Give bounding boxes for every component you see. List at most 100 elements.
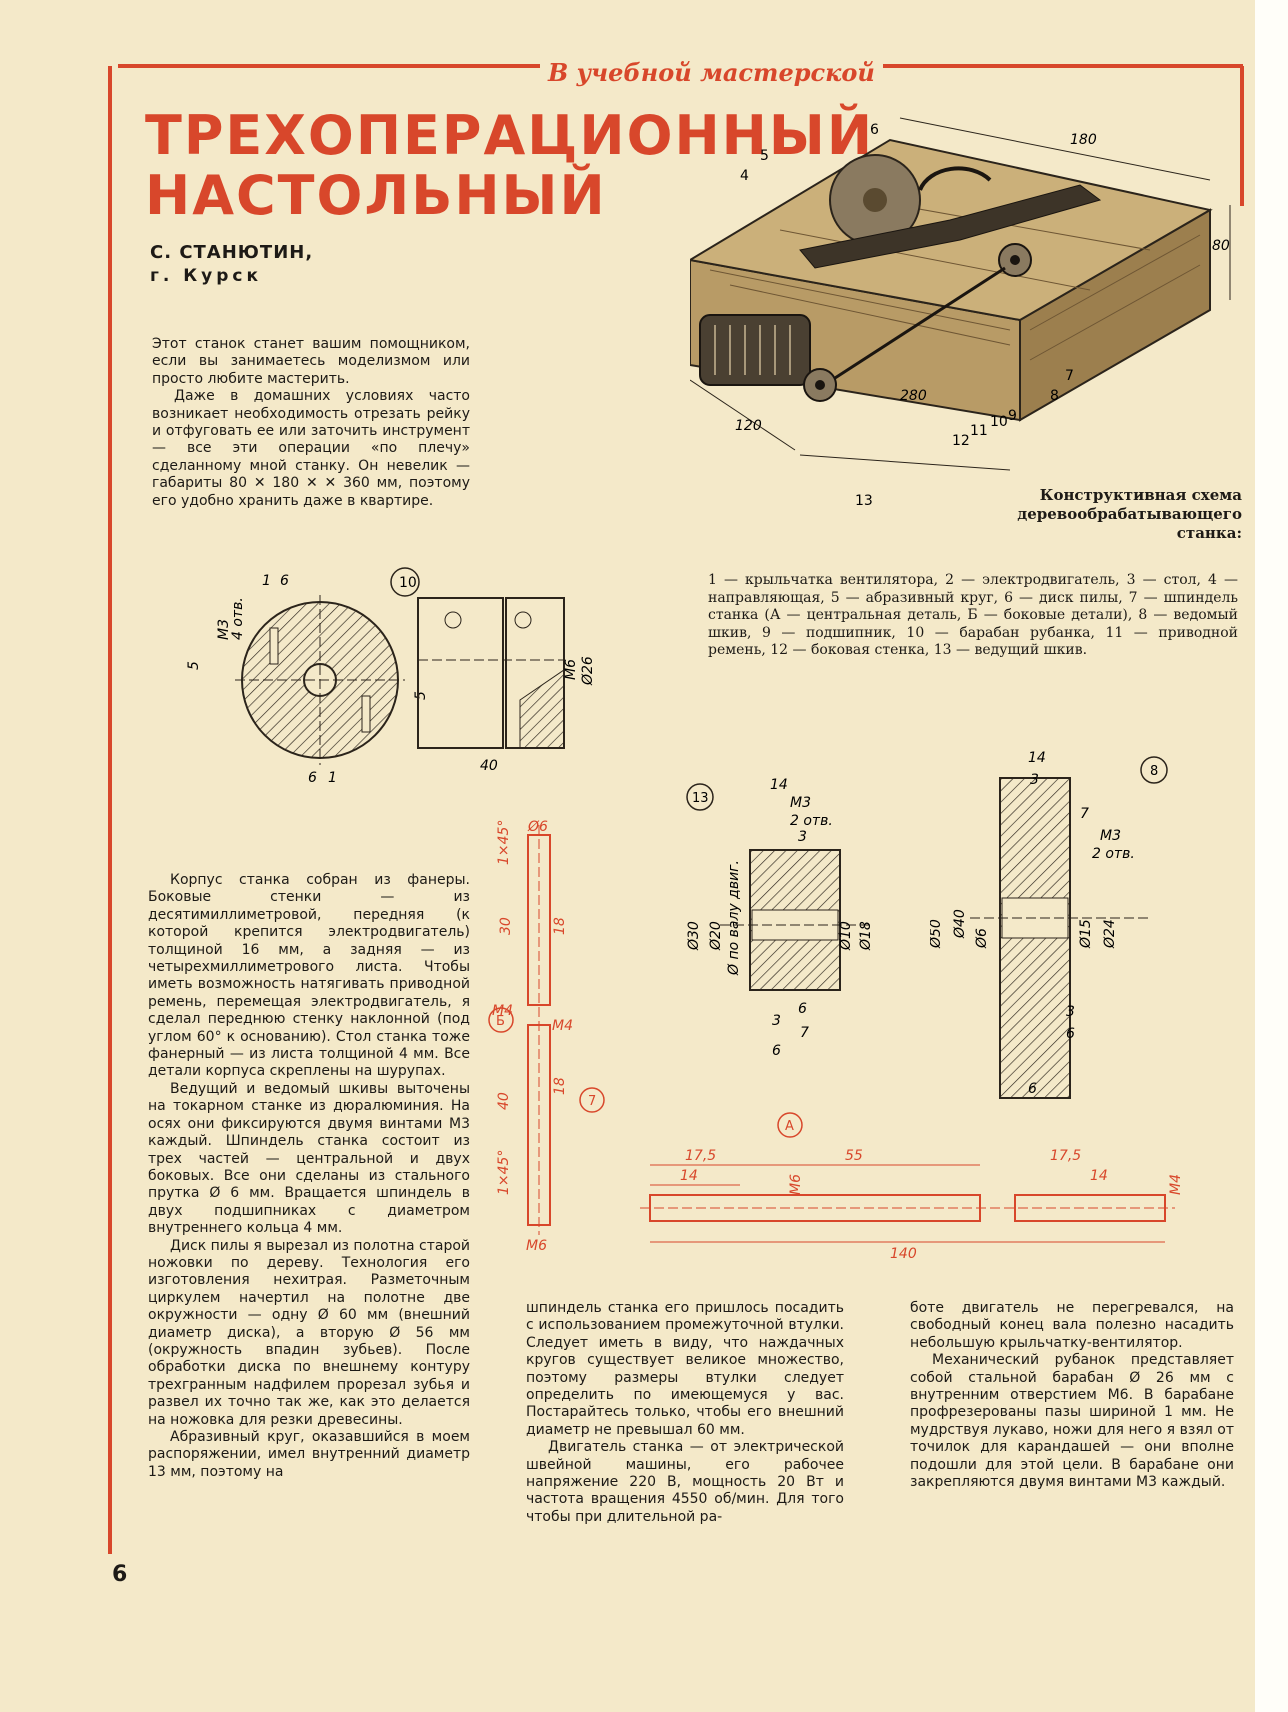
pulley8-dim-7: 7 <box>1080 806 1089 822</box>
pulley8-dim-d6: Ø6 <box>974 928 990 949</box>
pulley8-dim-3b: 3 <box>1066 1004 1075 1020</box>
spindle-a-17-5b: 17,5 <box>1050 1148 1081 1164</box>
driven-pulley-drawing: 8 14 3 7 М3 2 отв. Ø50 Ø40 Ø6 Ø15 Ø24 3 … <box>930 750 1168 1099</box>
body-column-1: Корпус станка собран из фанеры. Боковые … <box>148 872 470 1481</box>
dim-120: 120 <box>735 418 762 434</box>
spindle-b-chamfer: 1×45° <box>496 820 512 865</box>
pulley8-dim-3: 3 <box>1030 772 1039 788</box>
intro-paragraph-2: Даже в домашних условиях часто возникает… <box>152 388 470 509</box>
pulley13-dim-6b: 6 <box>772 1043 781 1059</box>
spindle-b-m4b: М4 <box>552 1018 573 1034</box>
drum-dim-d26: Ø26 <box>580 656 596 686</box>
body-col1-paragraph: Корпус станка собран из фанеры. Боковые … <box>148 872 470 1080</box>
article-title-line2: НАСТОЛЬНЫЙ <box>145 164 607 227</box>
pulley13-dim-7: 7 <box>800 1025 809 1041</box>
pulley8-dim-d40: Ø40 <box>952 909 968 939</box>
spindle-7-chamfer: 1×45° <box>496 1150 512 1195</box>
drive-pulley-drawing: 13 14 М3 2 отв. 3 Ø30 Ø20 Ø по валу двиг… <box>686 777 874 1059</box>
pulley13-dim-shaft: Ø по валу двиг. <box>726 860 742 976</box>
spindle-a-m4b: М4 <box>1168 1174 1184 1195</box>
spindle-a-140: 140 <box>890 1246 917 1260</box>
spindle-a-14a: 14 <box>680 1168 698 1184</box>
part-label-5: 5 <box>760 148 769 164</box>
page-number: 6 <box>112 1562 128 1587</box>
author-name: С. СТАНЮТИН, <box>150 242 314 263</box>
intro-text: Этот станок станет вашим помощником, есл… <box>152 336 470 510</box>
part-label-8: 8 <box>1050 388 1059 404</box>
drum-dim-40: 40 <box>480 758 498 774</box>
pulley13-dim-14: 14 <box>770 777 788 793</box>
body-column-3: боте двигатель не перегревался, на свобо… <box>910 1300 1234 1491</box>
body-column-2: шпиндель станка его пришлось посадить с … <box>526 1300 844 1526</box>
dim-80: 80 <box>1212 238 1230 254</box>
body-col1-paragraph: Абразивный круг, оказавшийся в моем расп… <box>148 1429 470 1480</box>
pulley8-dim-m3: М3 <box>1100 828 1121 844</box>
pulley8-dim-6a: 6 <box>1066 1026 1075 1042</box>
pulley13-dim-3a: 3 <box>798 829 807 845</box>
drum-tag: 10 <box>399 575 417 591</box>
main-figure-legend: 1 — крыльчатка вентилятора, 2 — электрод… <box>708 572 1238 659</box>
pulley8-dim-d50: Ø50 <box>930 919 944 949</box>
spindle-a-m6: М6 <box>788 1174 804 1195</box>
spindle-b-30: 30 <box>498 917 514 935</box>
spindle-a-17-5a: 17,5 <box>685 1148 716 1164</box>
pulley13-dim-6a: 6 <box>798 1001 807 1017</box>
pulley13-dim-holes: 2 отв. <box>790 813 833 829</box>
drum-dim-holes: 4 отв. <box>230 597 246 640</box>
red-frame-right <box>1240 66 1244 206</box>
section-rubric: В учебной мастерской <box>540 58 883 87</box>
drum-dim-m3: М3 <box>216 619 232 640</box>
spindle-a-14b: 14 <box>1090 1168 1108 1184</box>
part-label-11: 11 <box>970 423 988 439</box>
part-label-9: 9 <box>1008 408 1017 424</box>
author-city: г. Курск <box>150 266 263 286</box>
spindle-b-tag: Б <box>496 1014 505 1029</box>
spindle-side-parts-drawing: Б 7 1×45° Ø6 30 18 М4 М4 40 18 1×45° М6 <box>488 819 605 1254</box>
pulley8-tag: 8 <box>1150 764 1158 779</box>
red-frame-left <box>108 66 112 1554</box>
part-label-12: 12 <box>952 433 970 449</box>
drum-dim-m6: М6 <box>563 659 579 680</box>
spindle-central-drawing: А 17,5 55 17,5 14 14 М4 М6 М4 140 <box>640 1112 1184 1260</box>
intro-paragraph-1: Этот станок станет вашим помощником, есл… <box>152 336 470 387</box>
pulley8-dim-d15: Ø15 <box>1078 919 1094 949</box>
drum-dim-5b: 5 <box>413 691 429 700</box>
body-col1-paragraph: Ведущий и ведомый шкивы выточены на тока… <box>148 1080 470 1237</box>
spindle-7-tag: 7 <box>588 1094 596 1109</box>
spindle-a-55: 55 <box>845 1148 863 1164</box>
drum-dim-5a: 5 <box>186 661 202 670</box>
body-col2-paragraph: Двигатель станка — от электрической швей… <box>526 1439 844 1525</box>
spindle-b-d6: Ø6 <box>527 819 548 835</box>
main-figure-caption-head: Конструктивная схема деревообрабатывающе… <box>1017 486 1242 542</box>
pulley13-dim-3b: 3 <box>772 1013 781 1029</box>
part-label-7: 7 <box>1065 368 1074 384</box>
pulley8-dim-6b: 6 <box>1028 1081 1037 1097</box>
magazine-page: В учебной мастерской ТРЕХОПЕРАЦИОННЫЙ НА… <box>0 0 1255 1712</box>
pulley13-dim-d30: Ø30 <box>686 921 702 951</box>
spindle-a-m4a: М4 <box>640 1174 644 1195</box>
spindle-b-18: 18 <box>552 917 568 935</box>
drum-dim-6b: 6 <box>308 770 317 786</box>
part-label-6: 6 <box>870 122 879 138</box>
spindle-7-18: 18 <box>552 1077 568 1095</box>
pulley8-dim-d24: Ø24 <box>1102 919 1118 949</box>
body-col3-paragraph: Механический рубанок представляет собой … <box>910 1352 1234 1491</box>
pulley13-dim-d10: Ø10 <box>838 921 854 951</box>
article-title-line1: ТРЕХОПЕРАЦИОННЫЙ <box>145 104 875 167</box>
spindle-b-m4a: М4 <box>492 1003 513 1019</box>
spindle-7-40: 40 <box>496 1092 512 1110</box>
pulley13-tag: 13 <box>692 791 709 806</box>
pulley13-dim-d18: Ø18 <box>858 921 874 951</box>
pulley8-dim-holes: 2 отв. <box>1092 846 1135 862</box>
dim-280: 280 <box>900 388 927 404</box>
part-label-10: 10 <box>990 414 1008 430</box>
dim-180: 180 <box>1070 132 1097 148</box>
drum-dim-1a: 1 <box>262 573 271 589</box>
body-col1-paragraph: Диск пилы я вырезал из полотна старой но… <box>148 1237 470 1428</box>
drum-drawing: 10 1 6 М3 4 отв. 5 5 6 1 М6 Ø26 40 <box>186 567 596 786</box>
part-label-4: 4 <box>740 168 749 184</box>
pulley8-dim-14: 14 <box>1028 750 1046 766</box>
pulley13-dim-m3: М3 <box>790 795 811 811</box>
spindle-7-m6: М6 <box>526 1238 547 1254</box>
drum-dim-6a: 6 <box>280 573 289 589</box>
